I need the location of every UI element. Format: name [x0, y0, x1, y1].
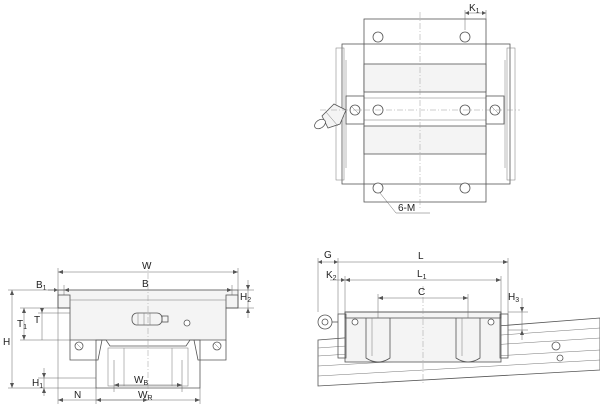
label-H2: H2: [240, 292, 251, 304]
label-K2: K2: [326, 270, 337, 282]
label-H1: H1: [32, 378, 43, 390]
label-C: C: [418, 287, 425, 298]
top-view: K1 6-M: [314, 3, 520, 214]
label-B1: B1: [36, 280, 47, 292]
label-L1: L1: [417, 269, 427, 281]
side-view-rail: [317, 317, 600, 387]
side-view: G L K2 L1 C H3: [317, 250, 600, 387]
front-view: W B B1 H2 T1 T: [3, 261, 254, 404]
label-T: T: [34, 315, 40, 326]
label-L: L: [418, 251, 424, 262]
grease-nipple-top: [314, 103, 347, 130]
label-W: W: [142, 261, 152, 272]
grease-nipple-front: [131, 312, 169, 326]
label-H: H: [3, 337, 10, 348]
label-K1: K1: [469, 3, 480, 15]
label-T1: T1: [17, 319, 27, 331]
label-B: B: [142, 279, 149, 290]
label-WR: WR: [138, 390, 153, 402]
grease-nipple-side: [317, 314, 338, 330]
label-WB: WB: [134, 375, 148, 387]
front-view-rail: [95, 339, 201, 389]
label-H3: H3: [508, 292, 519, 304]
label-6-M: 6-M: [398, 203, 415, 214]
mounting-holes-top: [372, 31, 471, 194]
label-N: N: [74, 390, 81, 401]
label-G: G: [324, 250, 332, 261]
